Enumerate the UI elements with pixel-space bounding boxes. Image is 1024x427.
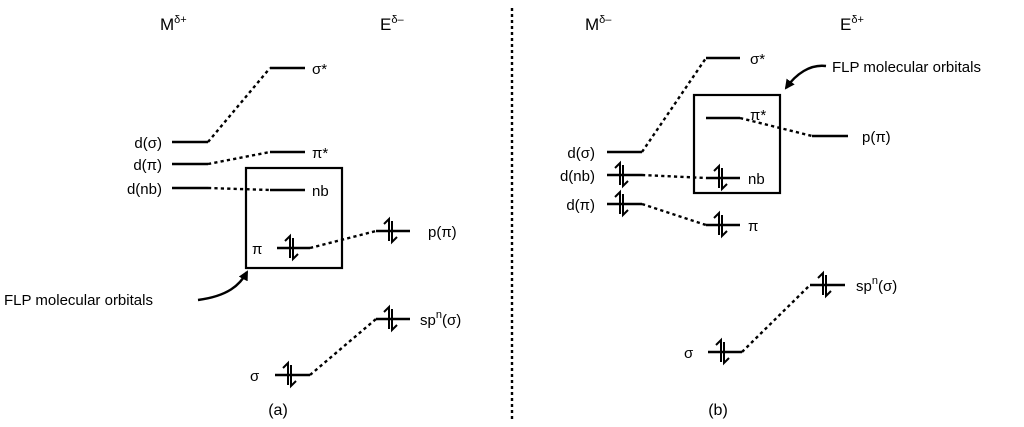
callout-flp-a: FLP molecular orbitals [4,292,153,309]
label-p-pi-a: p(π) [428,224,457,241]
panel-a-metal-header: Mδ+ [160,14,187,34]
label-sigma-b: σ [684,345,694,362]
electron-pair-pi-a [284,233,299,262]
label-d-sigma-b: d(σ) [567,145,595,162]
caption-a: (a) [268,402,288,419]
panel-a-element-header: Eδ– [380,14,404,34]
corr-d-sigma-sigma-star-a [207,67,271,143]
corr-d-sigma-sigma-star-b [641,57,707,153]
flp-box-a [244,166,344,270]
electron-pair-sigma-b [715,337,730,366]
electron-pair-pi-b [713,210,728,239]
electron-pair-p-pi-a [383,216,398,245]
corr-d-pi-pi-star-a [207,150,271,166]
panel-b-element-charge: δ+ [851,14,864,26]
electron-pair-d-nb-b [614,160,629,189]
callout-arrow-a [197,270,249,302]
caption-b: (b) [708,402,728,419]
corr-d-pi-pi-b [641,202,707,227]
label-d-pi-b: d(π) [566,197,595,214]
flp-box-b [692,93,782,195]
panel-b-metal-header: Mδ– [585,14,612,34]
label-sigma-star-b: σ* [750,51,765,68]
panel-b-metal-charge: δ– [599,14,612,26]
panel-a-element-charge: δ– [391,14,404,26]
electron-pair-sp-b [817,270,832,299]
label-pi-star-a: π* [312,145,328,162]
panel-a: Mδ+ Eδ– d(σ) d(π) d(nb) σ* π* nb π [4,14,461,419]
corr-pi-p-pi-a [309,229,377,250]
corr-sigma-sp-a [309,318,377,376]
label-p-pi-b: p(π) [862,129,891,146]
label-pi-a: π [252,241,262,258]
label-sp-sigma-a: spn(σ) [420,309,461,329]
label-d-sigma-a: d(σ) [134,135,162,152]
label-d-pi-a: d(π) [133,157,162,174]
panel-b-element-header: Eδ+ [840,14,864,34]
label-sigma-star-a: σ* [312,61,327,78]
panel-a-metal-charge: δ+ [174,14,187,26]
label-pi-b: π [748,218,758,235]
corr-d-nb-nb-b [641,173,707,180]
label-sigma-a: σ [250,368,260,385]
electron-pair-sigma-a [282,360,297,389]
electron-pair-sp-a [383,304,398,333]
panel-b: Mδ– Eδ+ d(σ) d(nb) d(π) σ* π* p(π) [560,14,981,419]
electron-pair-nb-b [713,163,728,192]
label-sp-sigma-b: spn(σ) [856,275,897,295]
callout-arrow-b [784,64,827,90]
corr-d-nb-nb-a [207,186,271,192]
label-pi-star-b: π* [750,107,766,124]
label-nb-b: nb [748,171,765,188]
label-d-nb-a: d(nb) [127,181,162,198]
label-d-nb-b: d(nb) [560,168,595,185]
callout-flp-b: FLP molecular orbitals [832,59,981,76]
label-nb-a: nb [312,183,329,200]
corr-sigma-sp-b [741,284,811,353]
electron-pair-d-pi-b [614,189,629,218]
